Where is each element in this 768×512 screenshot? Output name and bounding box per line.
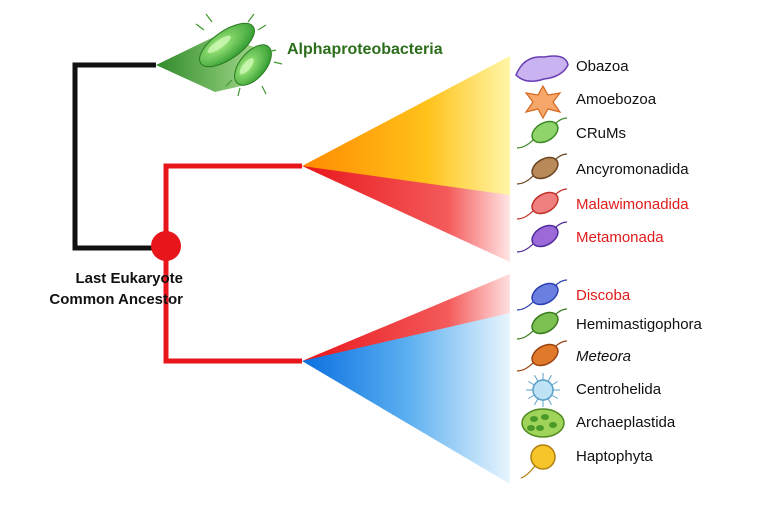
haptophyte-icon — [520, 444, 556, 479]
discoba-wedge — [302, 274, 510, 361]
upper-red-wedge — [302, 166, 510, 262]
flagellate-brown-icon — [516, 153, 568, 185]
flagellate-green-icon — [516, 117, 568, 149]
taxon-label-ancyromonadida: Ancyromonadida — [576, 161, 689, 178]
flagellate-orange-icon — [516, 340, 568, 372]
taxon-label-meteora: Meteora — [576, 348, 632, 365]
outgroup-branch — [72, 62, 166, 251]
taxon-label-discoba: Discoba — [576, 287, 631, 304]
lower-clade-wedge — [302, 313, 510, 484]
taxon-label-haptophyta: Haptophyta — [576, 448, 653, 465]
taxon-label-crums: CRuMs — [576, 125, 627, 142]
leca-node — [151, 231, 181, 261]
eukaryote-upper-branch — [163, 163, 302, 364]
amoeboid-purple-icon — [515, 55, 569, 82]
heliozoan-icon — [526, 373, 560, 407]
flagellate-red-icon — [516, 188, 568, 220]
taxon-label-metamonada: Metamonada — [576, 229, 664, 246]
leca-label-line1: Last Eukaryote — [75, 270, 183, 287]
flagellate-leaf-icon — [516, 308, 568, 340]
taxon-label-archaeplastida: Archaeplastida — [576, 414, 676, 431]
upper-clade-wedge — [302, 56, 510, 205]
flagellate-purple-icon — [516, 221, 568, 253]
leca-label: Last Eukaryote Common Ancestor — [8, 268, 183, 310]
flagellate-blue-icon — [516, 279, 568, 311]
plant-cell-icon — [521, 408, 565, 438]
taxon-label-amoebozoa: Amoebozoa — [576, 91, 657, 108]
taxon-label-centrohelida: Centrohelida — [576, 381, 662, 398]
taxon-label-obazoa: Obazoa — [576, 58, 629, 75]
taxon-label-hemimastigophora: Hemimastigophora — [576, 316, 702, 333]
leca-label-line2: Common Ancestor — [49, 291, 183, 308]
bacteria-icon — [195, 13, 283, 97]
alphaproteobacteria-label: Alphaproteobacteria — [287, 41, 443, 58]
taxon-label-malawimonadida: Malawimonadida — [576, 196, 689, 213]
amoeba-star-icon — [524, 84, 562, 120]
